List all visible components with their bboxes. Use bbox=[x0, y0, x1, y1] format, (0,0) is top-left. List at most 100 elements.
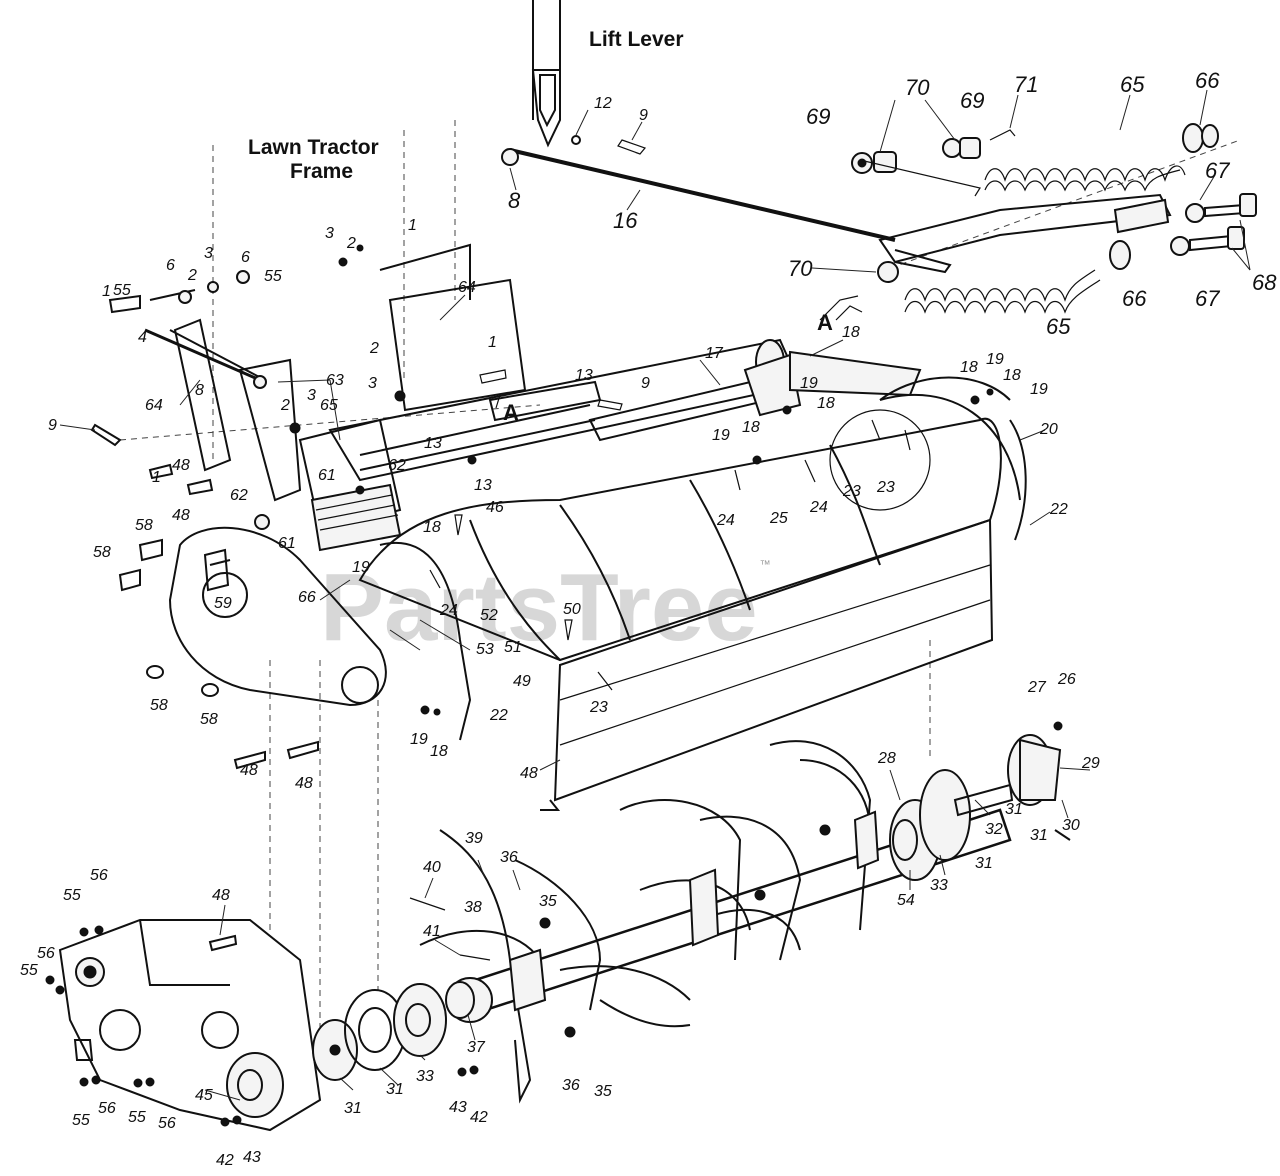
callout-54-c: 56 bbox=[98, 1100, 116, 1117]
callout-21-a: 22 bbox=[489, 707, 508, 724]
callout-45-b: 48 bbox=[295, 775, 313, 792]
callout-55-left: 58 bbox=[93, 544, 111, 561]
callout-19-c: 19 bbox=[986, 351, 1004, 368]
callout-67: 67 bbox=[1205, 158, 1230, 183]
callout-2-top: 2 bbox=[346, 235, 356, 252]
callout-70: 70 bbox=[905, 75, 930, 100]
callout-40: 41 bbox=[423, 923, 441, 940]
tine-shaft-assembly bbox=[419, 740, 1012, 1104]
callout-12-mid: 13 bbox=[575, 367, 593, 384]
callout-33-b: 33 bbox=[416, 1068, 434, 1085]
callout-1-left: 1 bbox=[102, 283, 111, 300]
callout-45-top: 48 bbox=[172, 457, 190, 474]
callout-22-b: 23 bbox=[842, 483, 861, 500]
heading-lawn-tractor: Lawn Tractor bbox=[248, 136, 379, 159]
callout-22-a: 23 bbox=[589, 699, 608, 716]
callout-44: 46 bbox=[486, 499, 504, 516]
heading-lift-lever: Lift Lever bbox=[589, 28, 684, 51]
callout-65: 65 bbox=[1120, 72, 1145, 97]
callout-54-b: 56 bbox=[37, 945, 55, 962]
callout-67b: 67 bbox=[1195, 286, 1220, 311]
callout-8: 8 bbox=[195, 382, 204, 399]
callout-30-a: 31 bbox=[1030, 827, 1048, 844]
callout-53-d: 55 bbox=[128, 1109, 146, 1126]
callout-3-top: 3 bbox=[325, 225, 334, 242]
callout-72: 71 bbox=[1014, 72, 1038, 97]
callout-1-mid: 1 bbox=[488, 334, 497, 351]
callout-18-c: 18 bbox=[960, 359, 978, 376]
callout-37: 38 bbox=[464, 899, 482, 916]
callout-53-left: 55 bbox=[113, 282, 131, 299]
callout-33-a: 33 bbox=[930, 877, 948, 894]
section-mark-a-right: A bbox=[817, 310, 833, 335]
spring-lift-arm-assembly bbox=[819, 123, 1257, 321]
callout-3-mid: 3 bbox=[368, 375, 377, 392]
callout-22-c: 23 bbox=[876, 479, 895, 496]
callout-59-top: 62 bbox=[388, 457, 406, 474]
left-bracket-linkage bbox=[90, 270, 302, 530]
callout-17: 18 bbox=[842, 324, 860, 341]
frame-guide-lines bbox=[119, 120, 1241, 1040]
section-mark-a-left: A bbox=[503, 400, 519, 425]
callout-43: 45 bbox=[195, 1087, 213, 1104]
callout-16: 17 bbox=[705, 345, 724, 362]
callout-24: 25 bbox=[769, 510, 788, 527]
left-side-plate bbox=[118, 526, 387, 770]
callout-6-left: 6 bbox=[166, 257, 175, 274]
callout-56: 59 bbox=[214, 595, 232, 612]
callout-51: 53 bbox=[476, 641, 494, 658]
callout-49: 51 bbox=[504, 639, 522, 656]
callout-42-a: 43 bbox=[449, 1099, 467, 1116]
callout-11-left: 9 bbox=[48, 417, 57, 434]
callout-2-mid2: 2 bbox=[280, 397, 290, 414]
callout-45-a: 48 bbox=[240, 762, 258, 779]
callout-34-a: 35 bbox=[539, 893, 557, 910]
callout-30-b: 31 bbox=[975, 855, 993, 872]
callout-64: 66 bbox=[298, 589, 316, 606]
callout-62: 64 bbox=[458, 279, 476, 296]
callout-46: 48 bbox=[520, 765, 538, 782]
callout-68: 68 bbox=[1252, 270, 1277, 295]
callout-53-b: 55 bbox=[20, 962, 38, 979]
callout-20: 20 bbox=[1039, 421, 1058, 438]
callout-18-e: 18 bbox=[817, 395, 835, 412]
callout-12-left2: 13 bbox=[474, 477, 492, 494]
callout-2-left: 2 bbox=[187, 267, 197, 284]
callout-9: 8 bbox=[508, 188, 521, 213]
callout-59: 62 bbox=[230, 487, 248, 504]
callout-58-top: 61 bbox=[318, 467, 336, 484]
callout-28: 29 bbox=[1081, 755, 1100, 772]
callout-58: 61 bbox=[278, 535, 296, 552]
watermark-text: PartsTree bbox=[320, 554, 758, 661]
callout-leaders bbox=[59, 89, 1251, 1101]
callout-38: 39 bbox=[465, 830, 483, 847]
callout-21-b: 22 bbox=[1049, 501, 1068, 518]
callout-53b: 55 bbox=[264, 268, 282, 285]
callout-65b: 65 bbox=[1046, 314, 1071, 339]
callout-26: 27 bbox=[1027, 679, 1047, 696]
callout-48: 50 bbox=[563, 601, 581, 618]
callout-50: 52 bbox=[480, 607, 498, 624]
callout-45-mid: 48 bbox=[172, 507, 190, 524]
heading-frame: Frame bbox=[290, 160, 353, 183]
chain-case-assembly bbox=[45, 919, 479, 1132]
callout-69b: 69 bbox=[960, 88, 984, 113]
callout-69: 69 bbox=[806, 104, 830, 129]
callout-35-a: 36 bbox=[500, 849, 518, 866]
callout-47: 49 bbox=[513, 673, 531, 690]
callout-23-a: 24 bbox=[439, 602, 458, 619]
callout-1-top: 1 bbox=[408, 217, 417, 234]
callout-23-b: 24 bbox=[716, 512, 735, 529]
callout-10: 12 bbox=[594, 95, 612, 112]
callout-36: 37 bbox=[467, 1039, 486, 1056]
callout-71: 70 bbox=[788, 256, 813, 281]
callout-41-a: 42 bbox=[470, 1109, 488, 1126]
callout-19-a: 19 bbox=[352, 559, 370, 576]
callout-55-top: 58 bbox=[135, 517, 153, 534]
callout-55-a: 58 bbox=[150, 697, 168, 714]
callout-12-left: 13 bbox=[424, 435, 442, 452]
callout-labels: 12 9 8 16 69 70 69 71 65 66 67 68 67 66 … bbox=[20, 68, 1277, 1169]
callout-25: 26 bbox=[1057, 671, 1076, 688]
tine-shield-hood bbox=[358, 376, 1027, 811]
